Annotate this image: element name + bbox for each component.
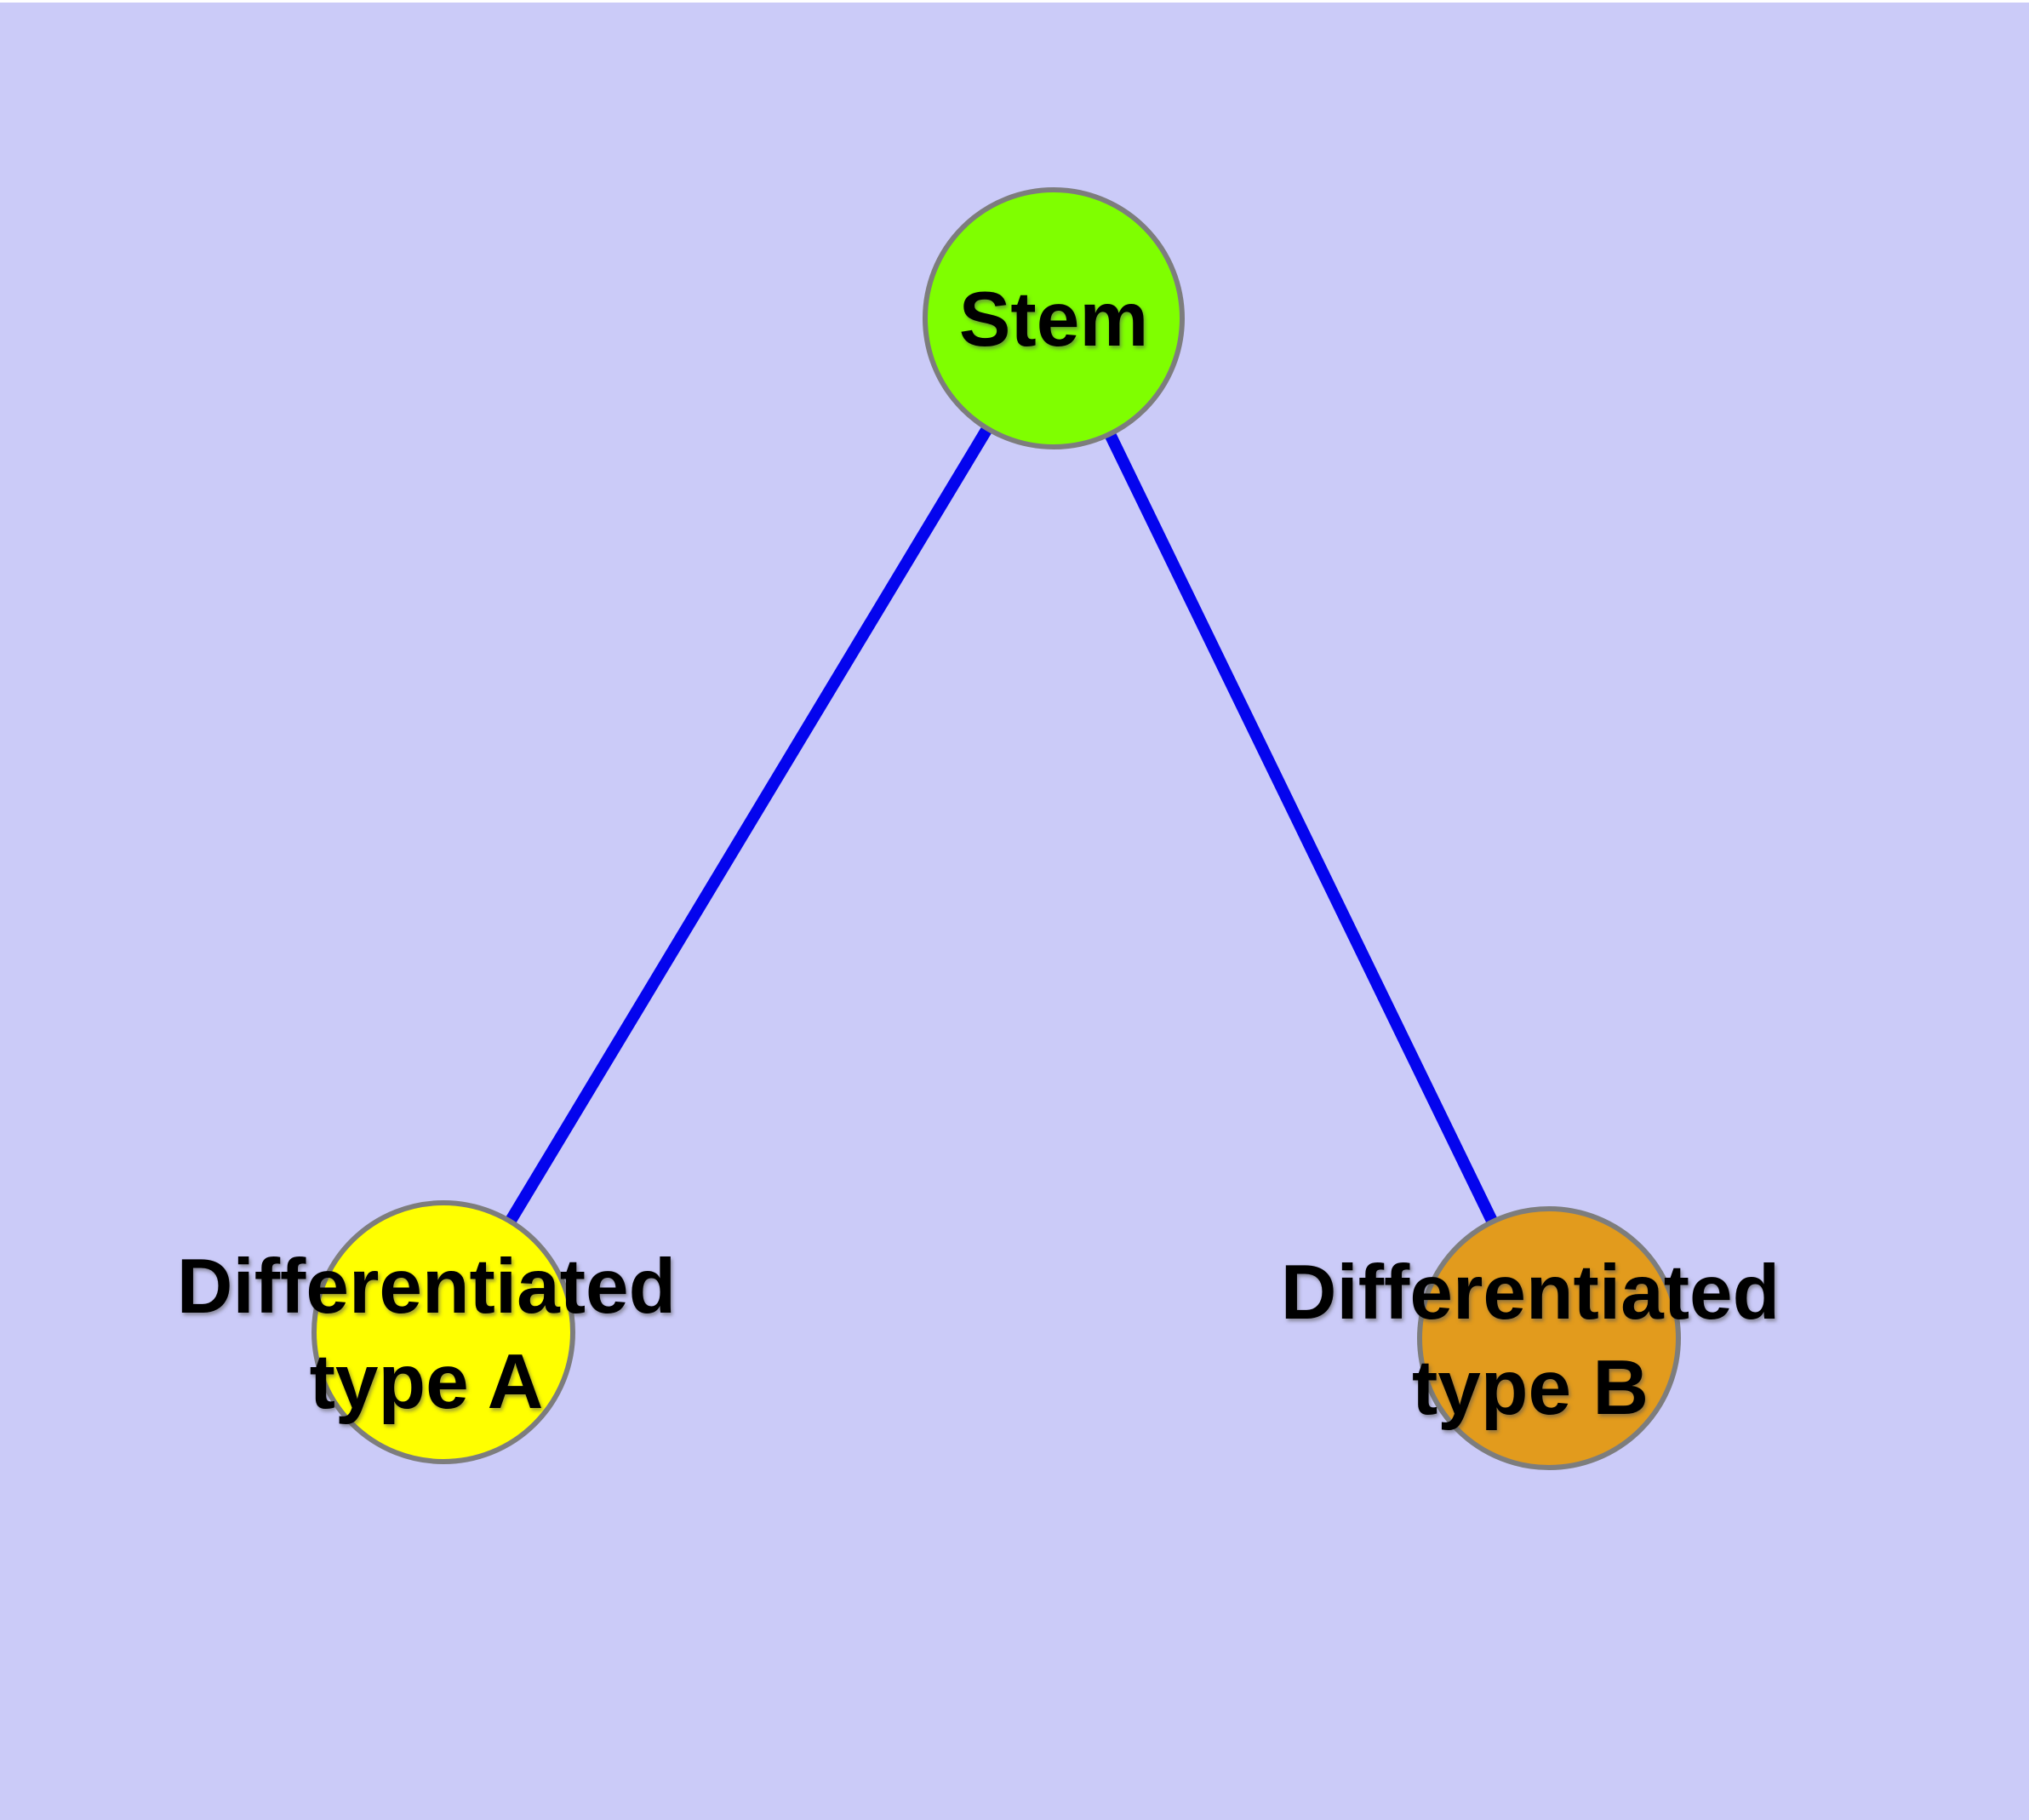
stem-node-label: Stem [958, 277, 1149, 363]
top-border-strip [0, 0, 2029, 3]
type-a-node[interactable] [311, 1200, 575, 1464]
type-a-node-label: Differentiated type A [176, 1244, 677, 1425]
type-b-node[interactable] [1417, 1206, 1681, 1470]
edge-stem-to-type-b[interactable] [1048, 315, 1555, 1342]
edge-stem-to-type-a[interactable] [438, 315, 1059, 1336]
type-b-node-label: Differentiated type B [1280, 1250, 1780, 1431]
stem-node[interactable] [923, 187, 1185, 449]
